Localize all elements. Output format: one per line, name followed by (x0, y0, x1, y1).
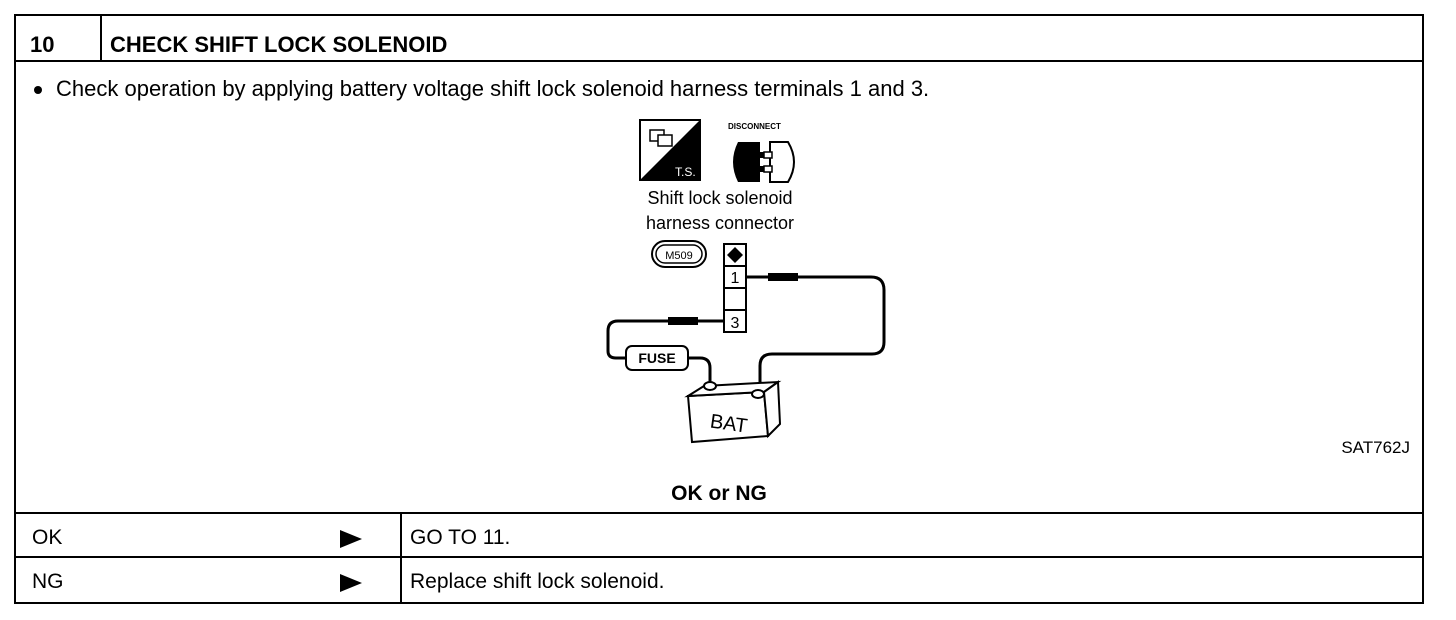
results-divider (400, 512, 402, 602)
instruction-text: Check operation by applying battery volt… (56, 76, 930, 101)
disconnect-icon-label: DISCONNECT (728, 122, 781, 131)
bullet-icon (34, 86, 42, 95)
step-number: 10 (30, 32, 55, 57)
ts-icon-label: T.S. (675, 165, 696, 179)
result-ok-label: OK (32, 526, 63, 549)
arrow-right-icon (340, 574, 362, 592)
ts-icon: T.S. (639, 119, 701, 181)
ok-or-ng-question: OK or NG (671, 482, 767, 505)
connector-label-line1: Shift lock solenoid (647, 188, 792, 208)
header-divider (100, 16, 102, 60)
header-rule (16, 60, 1422, 62)
fuse-label: FUSE (638, 350, 675, 366)
disconnect-icon: DISCONNECT (728, 122, 795, 183)
probe-lead-1 (768, 273, 798, 281)
battery-label: BAT (709, 411, 749, 438)
results-top-rule (16, 512, 1422, 514)
arrow-right-icon (340, 530, 362, 548)
wiring-diagram: T.S. DISCONNECT Shift lock solenoid harn… (606, 119, 886, 444)
fuse: FUSE (625, 345, 689, 371)
connector-terminals: 1 3 (723, 243, 747, 333)
step-title: CHECK SHIFT LOCK SOLENOID (110, 32, 448, 57)
connector-code: M509 (665, 250, 693, 262)
terminal-1-label: 1 (731, 270, 740, 287)
figure-code: SAT762J (1341, 438, 1410, 457)
result-ok-action: GO TO 11. (410, 526, 511, 549)
instruction: Check operation by applying battery volt… (30, 76, 929, 102)
wires (606, 275, 886, 394)
connector-code-badge: M509 (651, 240, 707, 268)
result-ng-action: Replace shift lock solenoid. (410, 570, 665, 593)
step-frame: 10 CHECK SHIFT LOCK SOLENOID Check opera… (14, 14, 1424, 604)
probe-lead-3 (668, 317, 698, 325)
results-middle-rule (16, 556, 1422, 558)
result-ng-label: NG (32, 570, 64, 593)
connector-label-line2: harness connector (646, 213, 794, 233)
terminal-3-label: 3 (731, 315, 740, 332)
battery-icon: BAT (684, 380, 782, 444)
